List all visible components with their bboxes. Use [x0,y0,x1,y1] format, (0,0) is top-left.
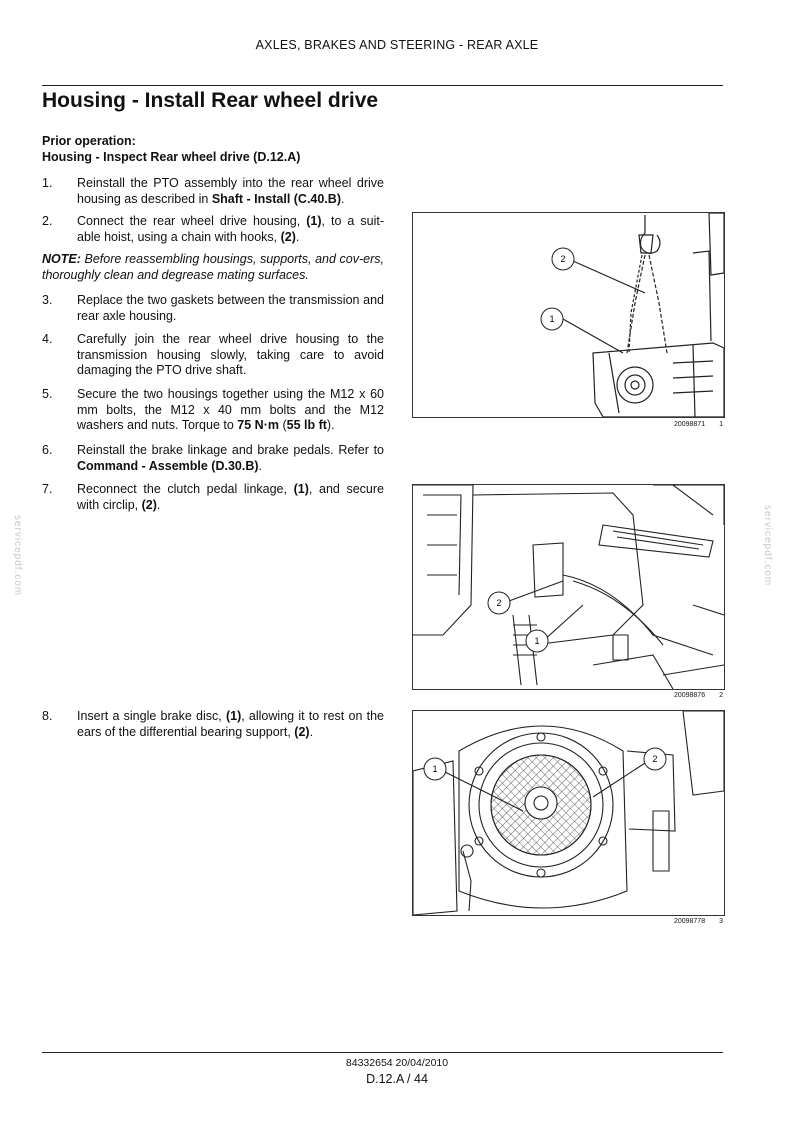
step-text: Carefully join the rear wheel drive hous… [77,332,384,377]
figure-code: 20098876 [673,692,706,699]
step-6: 6. Reinstall the brake linkage and brake… [42,443,384,475]
callout-circle [487,591,511,615]
figure-2-caption: 20098876 2 [412,692,723,699]
figure-1-caption: 20098871 1 [412,421,723,428]
header-rule [42,85,723,86]
note-text: Before reassembling housings, supports, … [42,252,384,282]
figure-index: 2 [719,692,723,699]
step-number: 3. [42,293,53,307]
step-number: 2. [42,214,53,228]
figure-2-linkage-illustration: 2 1 [412,484,725,690]
prior-operation-label: Prior operation: [42,134,136,148]
step-1: 1. Reinstall the PTO assembly into the r… [42,176,384,208]
footer-rule [42,1052,723,1053]
note-label: NOTE: [42,252,81,266]
step-4: 4. Carefully join the rear wheel drive h… [42,332,384,380]
step-7: 7. Reconnect the clutch pedal linkage, (… [42,482,384,514]
callout-circle [423,757,447,781]
prior-operation-ref: Housing - Inspect Rear wheel drive (D.12… [42,150,301,164]
cross-reference: Shaft - Install (C.40.B) [211,191,341,206]
callout-label: 2 [652,754,657,764]
callout-label: 1 [432,764,437,774]
callout-circle [643,747,667,771]
step-text: Connect the rear wheel drive housing, (1… [77,214,385,244]
document-code: 84332654 20/04/2010 [345,1057,449,1069]
page-title: Housing - Install Rear wheel drive [42,89,379,112]
step-text: Insert a single brake disc, (1), allowin… [77,709,384,739]
figure-code: 20098778 [673,918,706,925]
figure-3-caption: 20098778 3 [412,918,723,925]
callout-label: 2 [560,254,565,264]
step-number: 6. [42,443,53,457]
page-number: D.12.A / 44 [366,1072,428,1086]
step-number: 7. [42,482,53,496]
running-header: AXLES, BRAKES AND STEERING - REAR AXLE [255,38,539,52]
callout-circle [525,629,549,653]
note: NOTE: Before reassembling housings, supp… [42,252,384,283]
watermark-left: servicepdf.com [12,515,23,597]
figure-3-brake-disc-illustration: 1 2 [412,710,725,916]
step-number: 8. [42,709,53,723]
step-text: Secure the two housings together using t… [77,387,384,432]
watermark-right: servicepdf.com [762,505,773,587]
step-8: 8. Insert a single brake disc, (1), allo… [42,709,384,741]
step-2: 2. Connect the rear wheel drive housing,… [42,214,384,246]
cross-reference: Command - Assemble (D.30.B) [77,458,259,473]
prior-operation: Prior operation: Housing - Inspect Rear … [42,133,300,165]
step-text: Replace the two gaskets between the tran… [77,293,384,323]
figure-index: 3 [719,918,723,925]
step-text: Reinstall the brake linkage and brake pe… [77,443,384,473]
step-number: 1. [42,176,53,190]
step-number: 5. [42,387,53,401]
step-3: 3. Replace the two gaskets between the t… [42,293,384,325]
figure-1-hoist-illustration: 2 1 [412,212,725,418]
callout-label: 2 [496,598,501,608]
callout-label: 1 [534,636,539,646]
figure-code: 20098871 [673,421,706,428]
callout-label: 1 [549,314,554,324]
callout-circle [551,247,575,271]
step-number: 4. [42,332,53,346]
step-5: 5. Secure the two housings together usin… [42,387,384,451]
step-text: Reconnect the clutch pedal linkage, (1),… [77,482,384,512]
callout-circle [540,307,564,331]
figure-index: 1 [719,421,723,428]
step-text: Reinstall the PTO assembly into the rear… [77,176,384,206]
